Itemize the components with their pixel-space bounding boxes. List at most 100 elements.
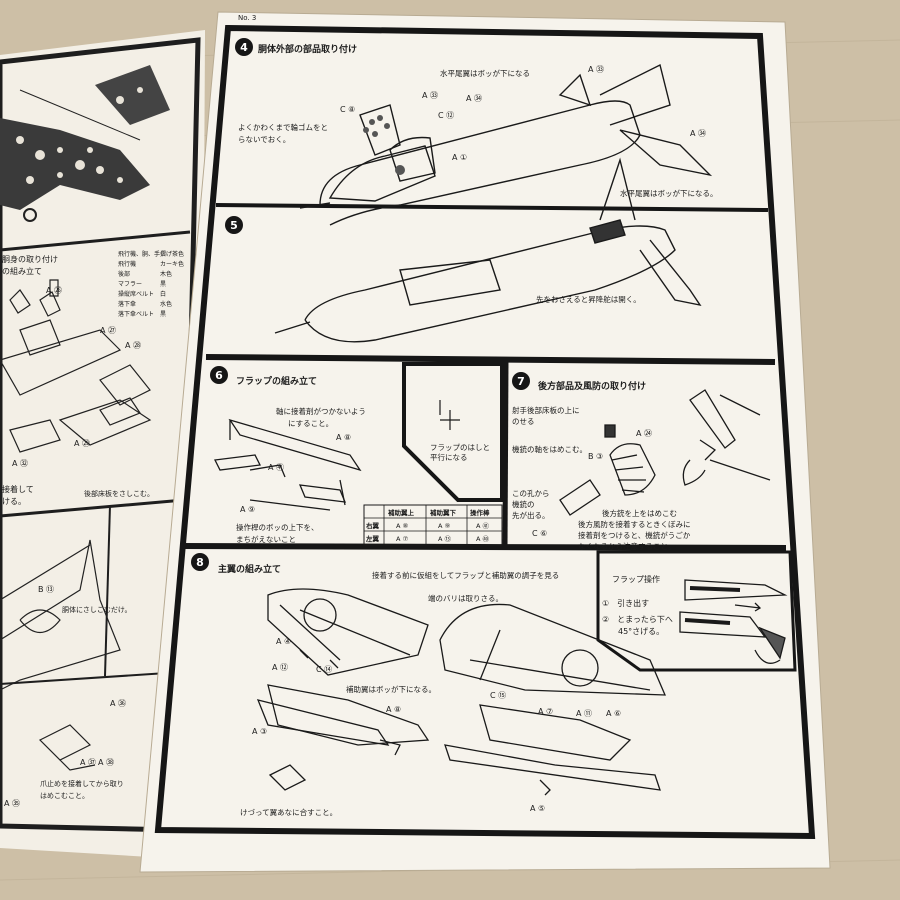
part-label: A ⑤ <box>530 804 545 813</box>
part-label: A ㉖ <box>46 286 62 295</box>
flap-box-item: ② とまったら下へ <box>602 615 673 624</box>
flap-operation-box: フラップ操作 ① 引き出す ② とまったら下へ 45°さげる。 <box>602 574 788 664</box>
part-label: A ① <box>452 153 467 162</box>
step-note: フラップのはしと <box>430 443 490 452</box>
part-label: A ㉘ <box>125 341 141 350</box>
part-label: A ⑧ <box>386 705 401 714</box>
part-label: A ㊲ <box>80 758 96 767</box>
part-label: C ⑥ <box>532 529 547 538</box>
legend-item: 操縦席ベルト <box>118 290 154 298</box>
part-label: C ⑮ <box>490 691 506 700</box>
part-label: A ㉜ <box>12 459 28 468</box>
left-wing-drawing <box>256 588 430 791</box>
step-note: この孔から <box>512 489 550 498</box>
step-note: なくなるから注意すること。 <box>578 541 676 551</box>
legend-item: 落下傘ベルト <box>118 310 154 318</box>
step-note: 操作桿のボッの上下を、 <box>236 522 319 532</box>
step-note: 水平尾翼はボッが下になる <box>440 68 530 78</box>
part-label: A ㉞ <box>690 129 706 138</box>
step-title: 主翼の組み立て <box>218 563 281 575</box>
step-8: 8 主翼の組み立て 接着する前に仮組をしてフラップと補助翼の調子を見る 端のバリ… <box>191 550 797 817</box>
left-note: 後部床板をさしこむ。 <box>84 489 154 498</box>
table-cell: A ㊵ <box>476 535 490 543</box>
step-note: 先が出る。 <box>512 510 550 520</box>
step-title: フラップの組み立て <box>236 375 317 387</box>
camouflage-plane-drawing <box>0 65 170 222</box>
step-note: 水平尾翼はボッが下になる。 <box>620 188 718 198</box>
step-note: 端のバリは取りさる。 <box>428 593 503 603</box>
cockpit-insert-drawing <box>363 115 405 175</box>
main-sheet: No. 3 4 胴体外部の部品取り付け <box>139 11 831 873</box>
legend-color: 黒 <box>160 281 166 288</box>
left-note: 胴体にさしこむだけ。 <box>62 605 132 614</box>
step-note: にすること。 <box>288 419 333 428</box>
flap-edge-drawing <box>439 400 460 430</box>
step-note: のせる <box>512 417 535 426</box>
fuselage-side-drawing <box>274 157 702 343</box>
left-note: はめこむこと。 <box>40 792 89 800</box>
step-note: 軸に接着剤がつかないよう <box>276 406 366 416</box>
step-note: らないでおく。 <box>238 135 290 144</box>
page-number: No. 3 <box>238 14 256 22</box>
left-note: 爪止めを接着してから取り <box>40 779 124 788</box>
step-note: 機銃の軸をはめこむ。 <box>512 444 587 454</box>
step-4: 4 胴体外部の部品取り付け よくかわくまで輪ゴムをと らないでおく。 水平尾翼は… <box>235 38 713 226</box>
step-number-badge <box>512 372 530 390</box>
step-number-badge <box>235 38 253 56</box>
step-note: 接着剤をつけると、機銃がうごか <box>578 530 691 540</box>
canopy-drawing <box>559 389 771 516</box>
legend-color: こげ茶色 <box>160 250 184 258</box>
step-number: 5 <box>230 219 238 232</box>
step-note: まちがえないこと <box>236 534 296 544</box>
cockpit-parts-drawing <box>0 279 152 453</box>
part-label: A ㉟ <box>4 799 20 808</box>
flap-drawing <box>214 418 362 511</box>
step-number-badge <box>225 216 243 234</box>
color-legend: 飛行機、胴、手摺 飛行機 後部 マフラー 操縦席ベルト 落下傘 落下傘ベルト こ… <box>118 250 184 318</box>
part-label: C ⑫ <box>438 111 454 120</box>
table-cell: A ⑦ <box>396 535 409 543</box>
part-label: A ⑪ <box>576 709 592 718</box>
step-note: 平行になる <box>430 452 468 462</box>
table-header: 操作棒 <box>470 508 490 517</box>
step-5: 5 水平尾翼はボッが下になる。 先をおさえると昇降舵は開く。 <box>225 157 718 343</box>
step-note: 接着する前に仮組をしてフラップと補助翼の調子を見る <box>372 570 559 580</box>
part-label: A ③ <box>252 727 267 736</box>
fuselage-drawing <box>299 63 713 226</box>
step-note: 機銃の <box>512 499 535 509</box>
flap-box-title: フラップ操作 <box>612 574 660 584</box>
part-label: A ㉞ <box>466 94 482 103</box>
left-note: 接着して <box>2 484 34 494</box>
flap-box-item: ① 引き出す <box>602 598 649 608</box>
bracket-drawing <box>38 724 96 771</box>
part-label: A ㊱ <box>110 699 126 708</box>
part-label: A ㊶ <box>268 463 284 472</box>
legend-item: 飛行機 <box>118 260 136 268</box>
tail-drawing <box>0 539 121 691</box>
table-cell: A ⑨ <box>438 522 451 530</box>
legend-color: 白 <box>160 290 166 298</box>
part-label: A ⑫ <box>272 663 288 672</box>
flap-box-item: 45°さげる。 <box>618 627 664 636</box>
part-label: A ④ <box>276 637 291 646</box>
part-label: A ㉔ <box>636 429 652 438</box>
part-label: C ⑭ <box>316 665 332 674</box>
step-note: 先をおさえると昇降舵は開く。 <box>536 294 641 304</box>
part-label: A ⑥ <box>606 709 621 718</box>
table-header: 補助翼下 <box>429 508 457 517</box>
step-number: 4 <box>240 41 248 54</box>
left-note: 胴身の取り付け <box>2 254 58 264</box>
table-cell: 右翼 <box>365 521 380 530</box>
part-label: B ③ <box>588 452 603 461</box>
step-number-badge <box>210 366 228 384</box>
part-label: A ⑧ <box>336 433 351 442</box>
step-note: 補助翼はボッが下になる。 <box>346 684 436 694</box>
step-note: 後方銃を上をはめこむ <box>602 508 677 518</box>
table-cell: A ⑬ <box>438 535 452 543</box>
step-7: 7 後方部品及風防の取り付け 射手後部床板の上に のせる 機銃の軸をはめこむ。 … <box>512 372 771 551</box>
legend-item: 飛行機、胴、手摺 <box>118 250 166 258</box>
part-label: C ⑧ <box>340 105 355 114</box>
step-number: 6 <box>215 369 223 382</box>
part-label: A ㊳ <box>98 758 114 767</box>
step-note: けづって翼あなに合すこと。 <box>240 807 337 817</box>
